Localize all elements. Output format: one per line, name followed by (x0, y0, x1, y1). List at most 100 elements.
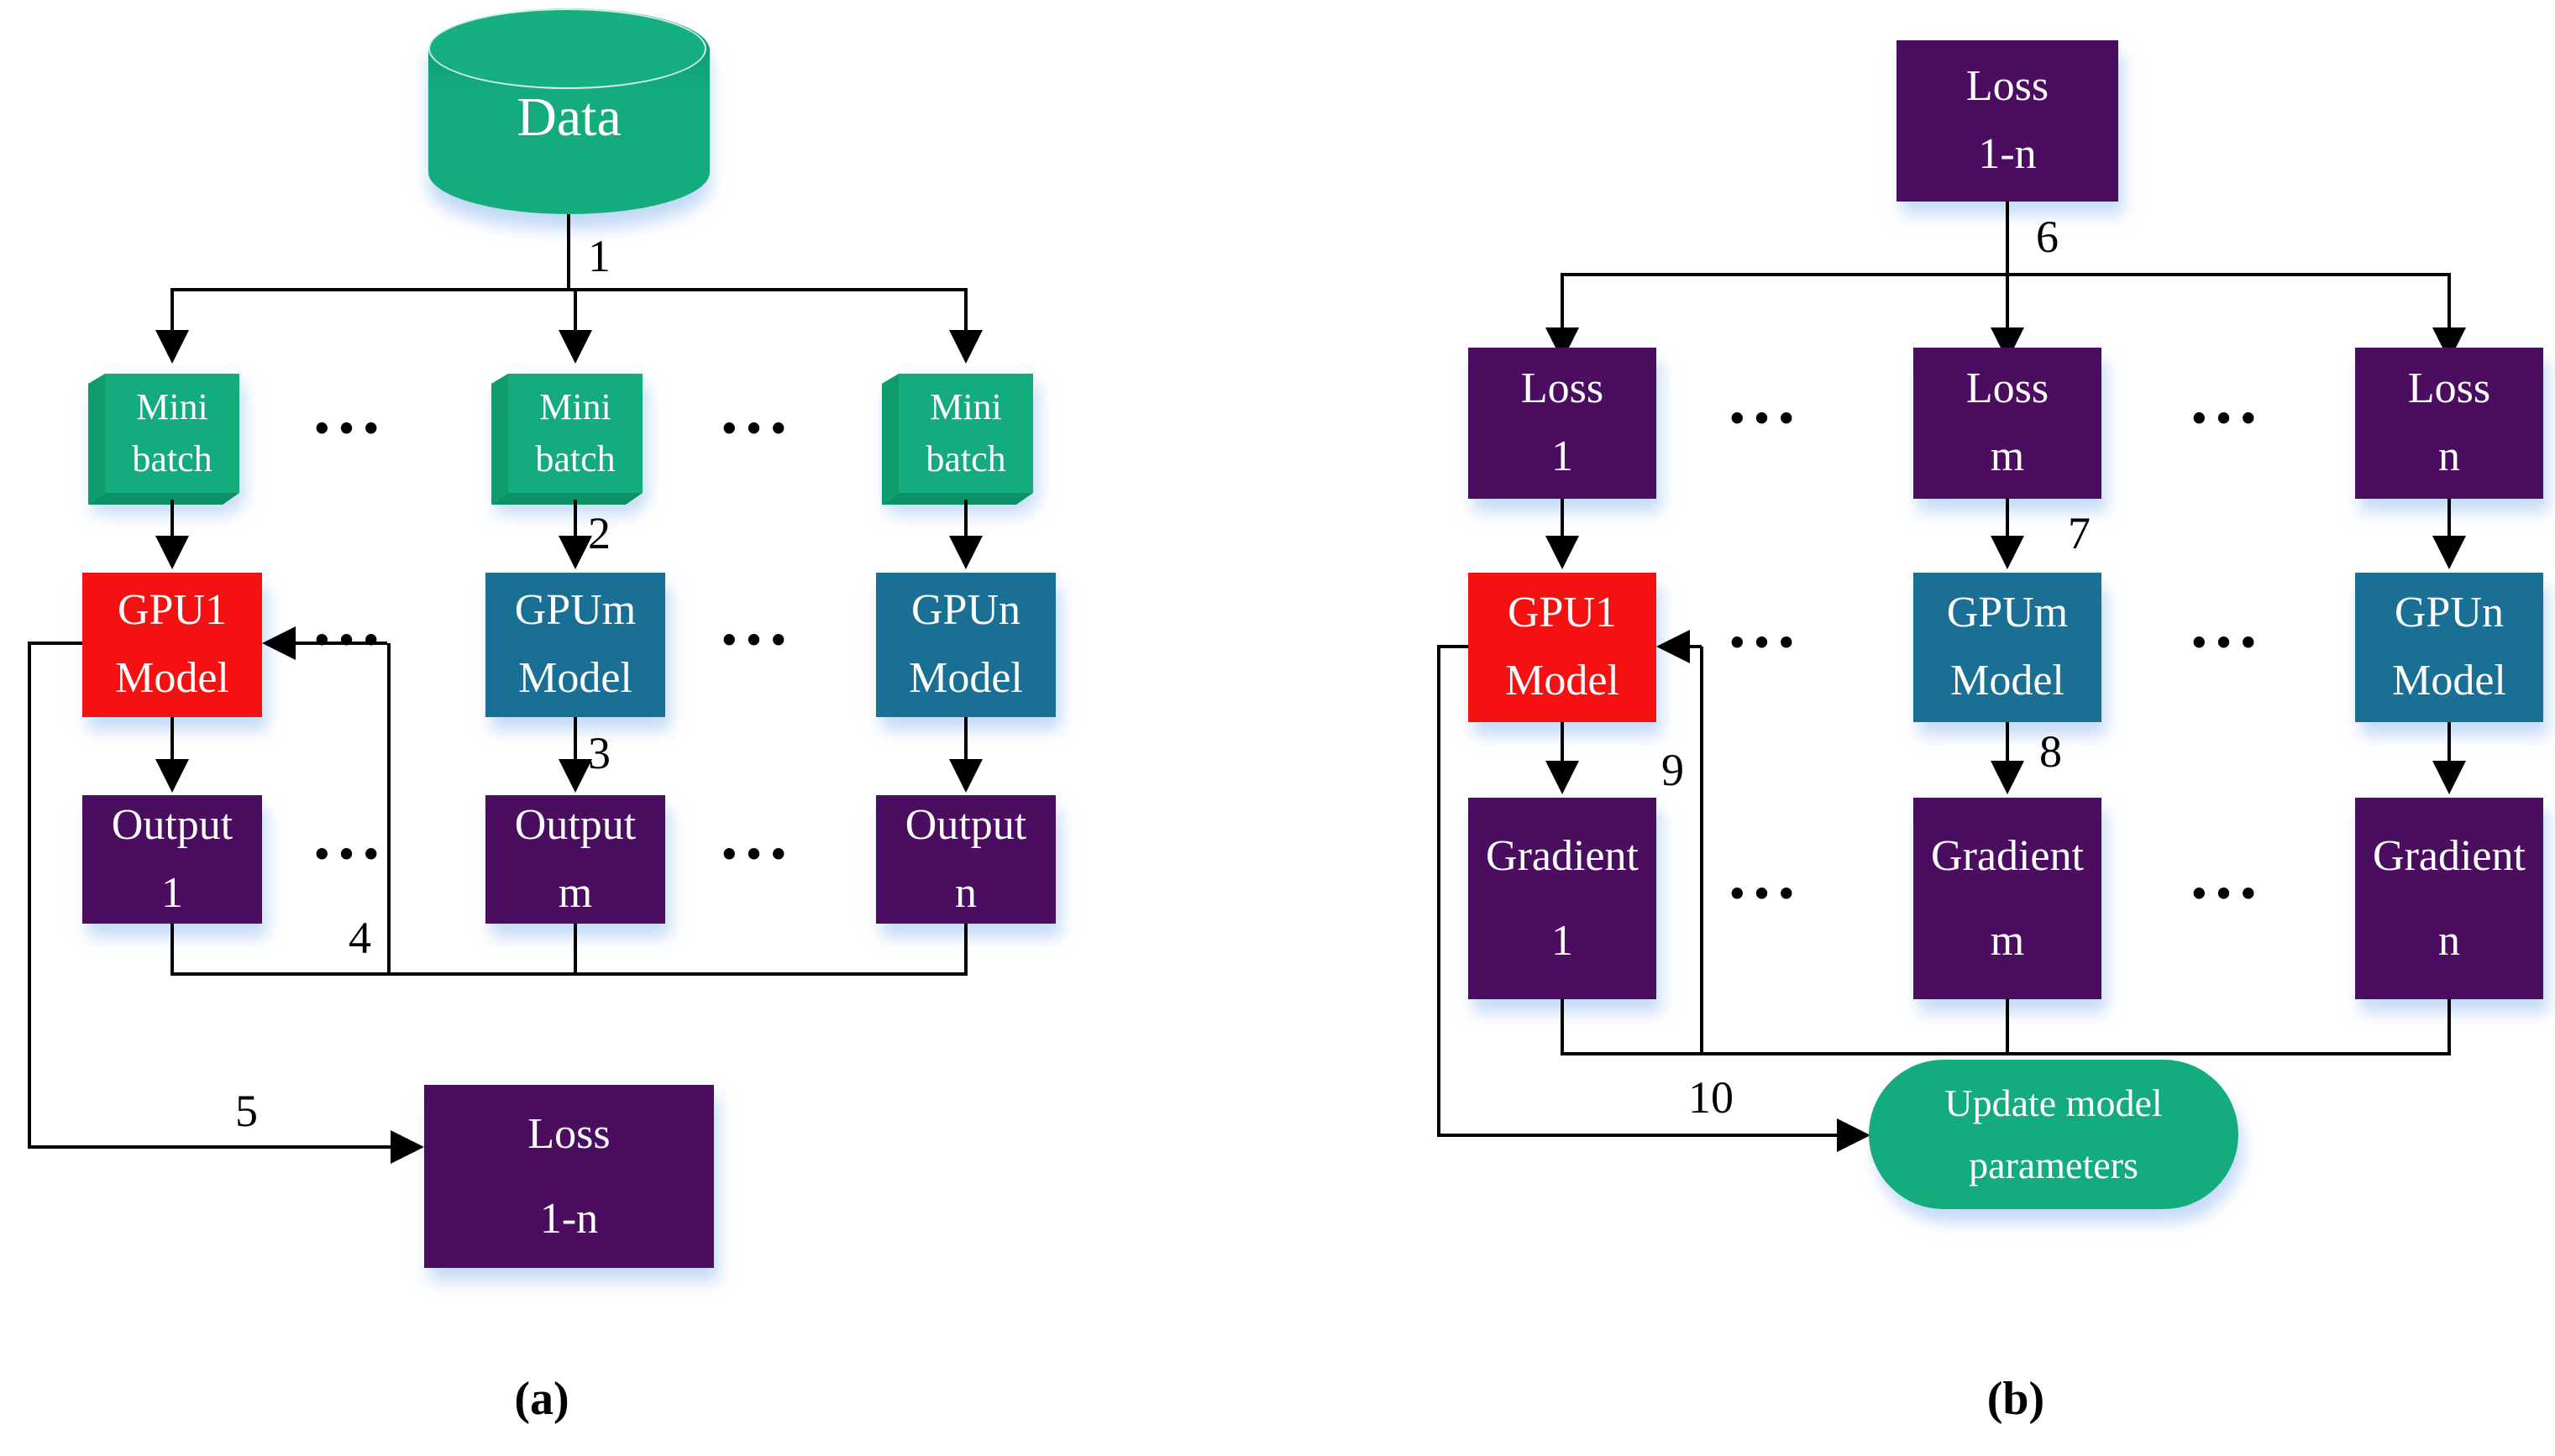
data-cylinder-label: Data (517, 86, 622, 148)
connector-line (574, 288, 577, 332)
connector-line (171, 717, 174, 761)
connector-line (1561, 499, 1564, 537)
feedback-riser-b (1700, 647, 1703, 1055)
arrowhead-down-icon (1545, 761, 1579, 794)
ellipsis-dots: ••• (719, 411, 793, 448)
connector-line (964, 288, 968, 332)
step-5-label: 5 (235, 1086, 258, 1136)
caption-b: (b) (1986, 1373, 2045, 1425)
step-10-label: 10 (1688, 1072, 1734, 1123)
connector-line (2447, 273, 2451, 329)
step-2-label: 2 (588, 508, 611, 558)
arrowhead-down-icon (559, 759, 592, 793)
connector-line (1437, 1134, 1837, 1137)
connector-line (2447, 722, 2451, 762)
connector-line (2447, 499, 2451, 537)
ellipsis-dots: ••• (2189, 625, 2263, 662)
ellipsis-dots: ••• (312, 622, 386, 659)
ellipsis-dots: ••• (312, 411, 386, 448)
arrowhead-down-icon (155, 536, 189, 569)
connector-line (2006, 499, 2009, 537)
step-3-label: 3 (588, 728, 611, 778)
mini-batch-front-face (105, 374, 239, 493)
ellipsis-dots: ••• (312, 836, 386, 873)
connector-line (2006, 722, 2009, 762)
arrowhead-down-icon (2432, 761, 2466, 794)
connector-line (964, 717, 968, 761)
mini-batch-bottom-face (491, 493, 643, 505)
arrowhead-right-icon (1837, 1118, 1870, 1152)
ellipsis-dots: ••• (719, 836, 793, 873)
gather-bus-b (1561, 1052, 2451, 1055)
arrowhead-down-icon (559, 330, 592, 364)
step-1-label: 1 (588, 231, 611, 281)
connector-line (1561, 722, 1564, 762)
arrowhead-down-icon (949, 330, 983, 364)
mini-batch-front-face (899, 374, 1033, 493)
arrowhead-left-icon (262, 626, 296, 660)
ellipsis-dots: ••• (1727, 876, 1801, 913)
arrowhead-down-icon (1991, 536, 2024, 569)
arrowhead-left-icon (1656, 630, 1690, 663)
mini-batch-front-face (508, 374, 643, 493)
connector-line (171, 288, 174, 332)
connector-line (1439, 645, 1468, 648)
ellipsis-dots: ••• (2189, 876, 2263, 913)
step-4-label: 4 (349, 913, 371, 963)
connector-line (1690, 645, 1702, 648)
arrowhead-down-icon (949, 536, 983, 569)
connector-line (574, 717, 577, 761)
gather-bus-a (171, 972, 968, 976)
feedback-riser-a (387, 643, 391, 976)
connector-line (574, 500, 577, 537)
arrowhead-down-icon (1991, 761, 2024, 794)
connector-line (1561, 273, 1564, 329)
ellipsis-dots: ••• (719, 622, 793, 659)
mini-batch-side-face (882, 374, 899, 505)
data-cylinder: Data (428, 8, 710, 214)
connector-line (964, 924, 968, 972)
connector-line (964, 500, 968, 537)
connector-line (28, 1145, 391, 1149)
step-6-label: 6 (2036, 212, 2059, 262)
connector-line (567, 214, 570, 290)
connector-line (171, 500, 174, 537)
connector-line (1437, 645, 1440, 1137)
data-cylinder-top-ellipse (428, 8, 706, 89)
connector-line (2006, 202, 2009, 275)
ellipsis-dots: ••• (2189, 401, 2263, 437)
split-line-a (171, 288, 968, 291)
step-8-label: 8 (2039, 726, 2062, 777)
connector-line (1561, 999, 1564, 1052)
arrowhead-down-icon (949, 759, 983, 793)
connector-line (296, 642, 387, 645)
ellipsis-dots: ••• (1727, 625, 1801, 662)
step-7-label: 7 (2068, 508, 2091, 558)
arrowhead-down-icon (1545, 536, 1579, 569)
mini-batch-bottom-face (88, 493, 239, 505)
